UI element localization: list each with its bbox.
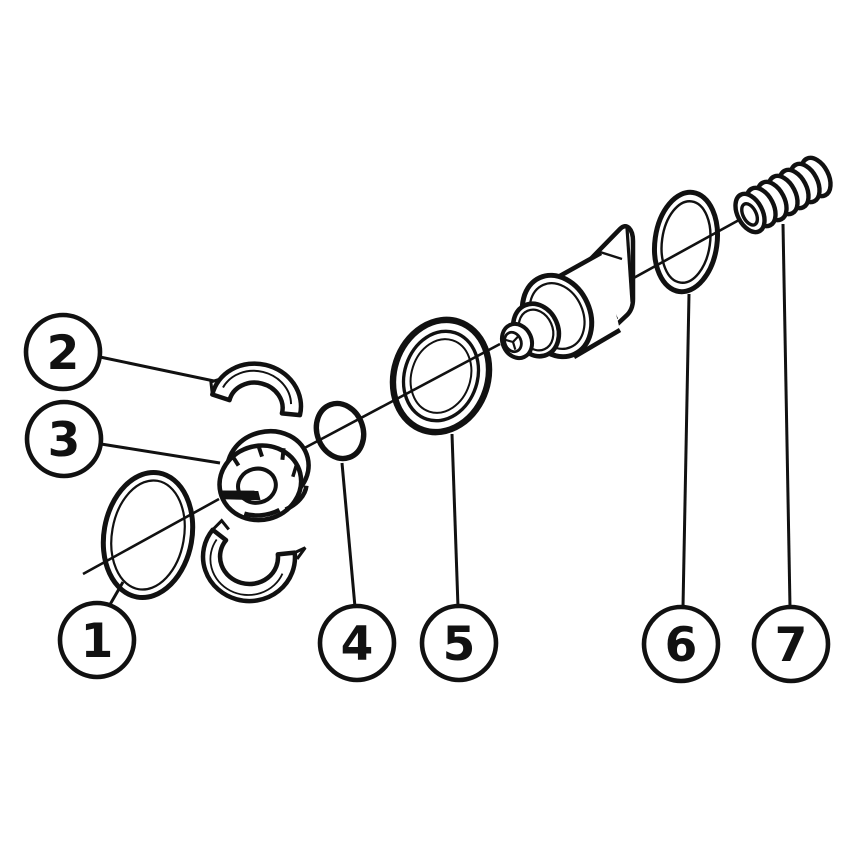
callout-circle-3 [24,399,104,479]
half-ring-clip-lower [200,518,307,604]
valve-body [499,224,636,361]
leader-line-4 [340,462,357,608]
leader-line-6 [681,293,691,608]
leader-line-7 [781,223,792,608]
callout-4: 4 [317,603,397,683]
retaining-ring-large [100,469,196,601]
callout-2: 2 [23,312,103,392]
half-ring-clip-upper [209,361,304,418]
o-ring-small [313,400,367,462]
callout-circle-4 [317,603,397,683]
collet-slot [221,490,261,501]
seal-ring [389,316,493,436]
callout-7: 7 [751,604,831,684]
callout-label-3: 3 [48,413,81,468]
coil-spring [733,155,833,235]
leader-lines [99,223,792,609]
callout-circle-1 [57,600,137,680]
callout-circle-2 [23,312,103,392]
callout-circle-6 [641,604,721,684]
callout-6: 6 [641,604,721,684]
o-ring-rear [652,189,720,295]
leader-line-2 [99,355,215,383]
callout-3: 3 [24,399,104,479]
leader-line-3 [100,442,221,465]
callout-circle-7 [751,604,831,684]
slotted-collet-retainer [217,428,311,523]
callout-circle-5 [419,603,499,683]
callout-label-5: 5 [443,617,476,672]
callout-5: 5 [419,603,499,683]
axis-line [82,218,740,576]
callout-label-6: 6 [665,618,698,673]
callout-label-7: 7 [775,618,808,673]
callout-1: 1 [57,600,137,680]
callout-label-2: 2 [47,326,80,381]
axis-segment-rear [629,218,740,282]
axis-segment-middle [296,342,501,454]
body-socket-face [503,330,523,354]
body-rear-edge [625,227,634,303]
leader-line-5 [450,433,460,608]
callout-label-1: 1 [81,614,114,669]
callout-label-4: 4 [341,617,374,672]
